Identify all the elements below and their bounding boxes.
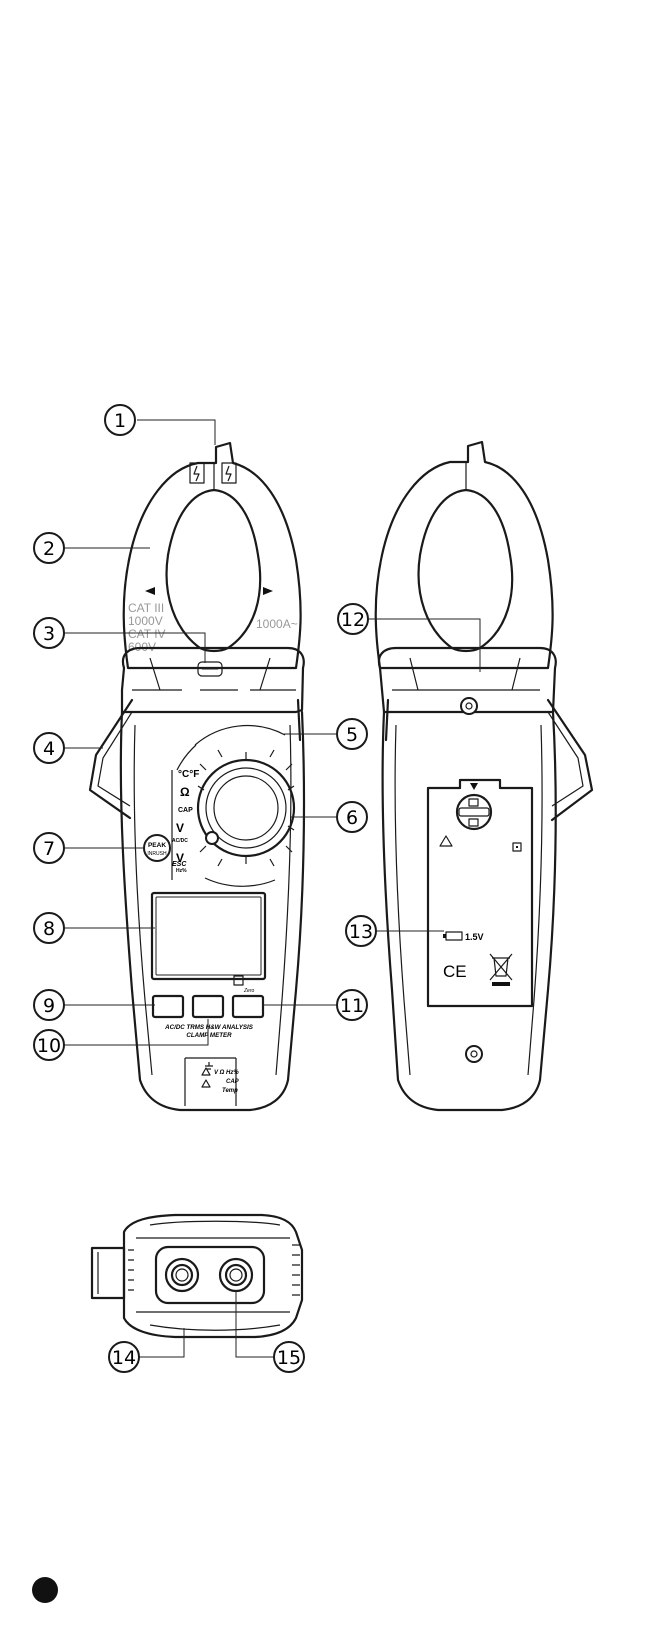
rotary-dial[interactable] xyxy=(177,726,294,887)
battery-voltage-label: 1.5V xyxy=(465,932,484,942)
ce-mark: CE xyxy=(443,962,467,981)
back-screw-top xyxy=(461,698,477,714)
lock-icon xyxy=(469,799,478,806)
zero-label: Zero xyxy=(243,988,255,994)
callout-4: 4 xyxy=(43,738,55,760)
callout-11: 11 xyxy=(340,995,364,1017)
peak-button-label: PEAK xyxy=(148,842,166,849)
cat-iii-voltage: 1000V xyxy=(128,614,163,628)
callout-7: 7 xyxy=(43,838,55,860)
callout-14: 14 xyxy=(112,1347,136,1369)
warning-icon xyxy=(440,836,452,846)
model-name-line2: CLAMP METER xyxy=(186,1032,232,1039)
v-ohm-input-jack[interactable] xyxy=(220,1259,252,1291)
terminal-label-temp: Temp xyxy=(222,1088,238,1094)
dial-ohm-label: Ω xyxy=(180,785,190,799)
callout-2: 2 xyxy=(43,538,55,560)
front-trigger xyxy=(90,700,132,818)
callout-3: 3 xyxy=(43,623,55,645)
front-shoulder xyxy=(122,648,304,712)
page-marker-dot xyxy=(32,1577,58,1603)
back-view: 1.5V CE xyxy=(376,442,592,1110)
dial-vacdc-sublabel: AC/DC xyxy=(172,838,188,844)
dial-vacdc-label: V xyxy=(176,821,184,835)
callout-1: 1 xyxy=(114,410,126,432)
callout-6: 6 xyxy=(346,807,358,829)
dial-knob-center xyxy=(214,776,278,840)
back-screw-bottom xyxy=(466,1046,482,1062)
zero-icon xyxy=(234,976,243,985)
front-jaw-inner xyxy=(167,490,261,651)
model-name-line1: AC/DC TRMS H&W ANALYSIS xyxy=(164,1024,254,1031)
terminal-label-cap: CAP xyxy=(226,1079,240,1085)
dial-temp-label: °C°F xyxy=(178,769,199,780)
dial-cap-label: CAP xyxy=(178,807,193,814)
dial-pointer-dot xyxy=(206,832,218,844)
battery-icon xyxy=(446,932,462,940)
callout-5: 5 xyxy=(346,724,358,746)
callout-9: 9 xyxy=(43,995,55,1017)
jaw-arrow-left xyxy=(145,587,155,595)
lcd-display xyxy=(152,893,265,979)
lock-arrow-icon xyxy=(470,783,478,790)
weee-bin-icon xyxy=(490,954,512,986)
callout-numbers: 1 2 3 4 5 6 7 8 9 10 11 12 13 14 15 xyxy=(34,405,376,1372)
callout-12: 12 xyxy=(341,609,365,631)
dial-vhz-sublabel: Hz% xyxy=(176,868,187,874)
back-side-tab xyxy=(386,700,388,740)
warning-icon xyxy=(202,1068,210,1087)
front-view: CAT III 1000V CAT IV 600V 1000A~ xyxy=(90,443,304,1110)
inrush-button-label: INRUSH xyxy=(147,851,167,857)
esc-label: ESC xyxy=(172,861,187,868)
callout-15: 15 xyxy=(277,1347,301,1369)
function-button-right[interactable] xyxy=(233,996,263,1017)
back-jaw-inner xyxy=(419,490,513,651)
bottom-left-cap xyxy=(92,1248,124,1298)
function-button-left[interactable] xyxy=(153,996,183,1017)
current-rating-label: 1000A~ xyxy=(256,617,298,631)
cat-iii-label: CAT III xyxy=(128,601,164,615)
bottom-view xyxy=(92,1215,302,1337)
callout-8: 8 xyxy=(43,918,55,940)
battery-cover-lock[interactable] xyxy=(457,795,491,829)
unlock-icon xyxy=(469,819,478,826)
back-jaw-outer xyxy=(376,442,553,668)
function-button-middle[interactable] xyxy=(193,996,223,1017)
cat-iv-label: CAT IV xyxy=(128,627,166,641)
jaw-arrow-right xyxy=(263,587,273,595)
terminal-label-vohm: V Ω Hz% xyxy=(214,1070,239,1076)
com-input-jack[interactable] xyxy=(166,1259,198,1291)
bottom-body xyxy=(124,1215,302,1337)
callout-10: 10 xyxy=(37,1035,61,1057)
callout-13: 13 xyxy=(349,921,373,943)
